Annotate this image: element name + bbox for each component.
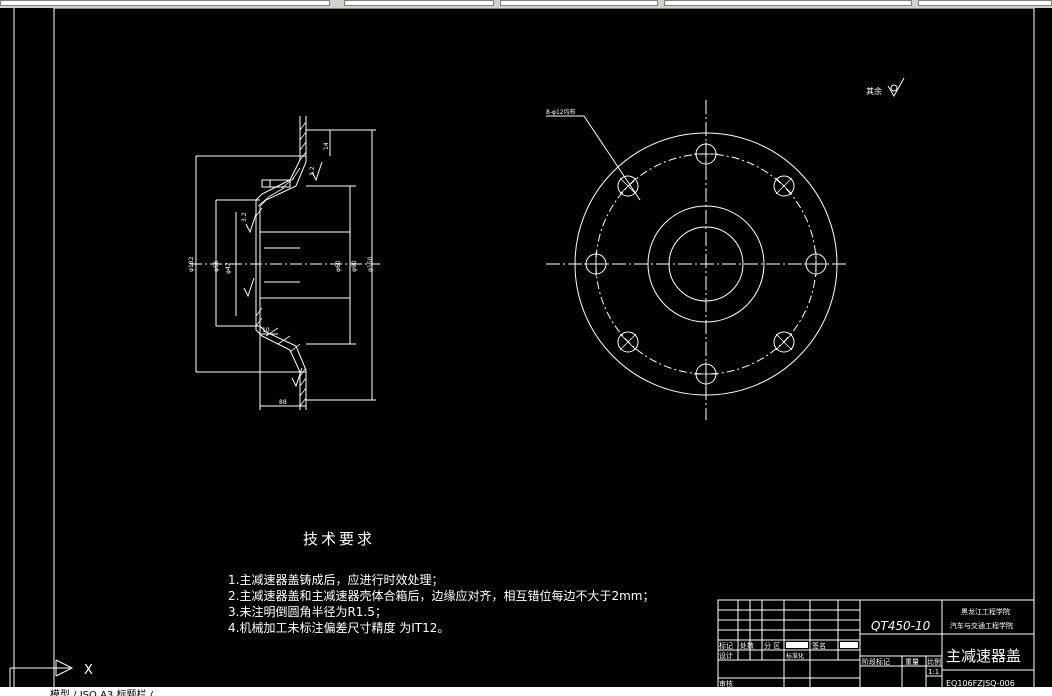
drawing-canvas[interactable]: φ182 φ150 φ90 φ60 φ56 φ42 14 88 10 3.2 3… <box>0 8 1052 696</box>
roughness-symbol <box>887 77 905 97</box>
tb-label-design: 设计 <box>719 651 733 660</box>
toolbar-field[interactable] <box>918 0 1052 6</box>
tech-req-item-4: 4.机械加工未标注偏差尺寸精度 为IT12。 <box>228 621 450 635</box>
dim-14: 14 <box>323 142 330 150</box>
layout-tabs[interactable]: 模型 / ISO A3 标题栏 / <box>50 690 154 696</box>
tb-label-weight: 重量 <box>905 658 919 666</box>
tb-label-mark: 标记 <box>719 641 733 650</box>
toolbar-field[interactable] <box>664 0 912 6</box>
department-name: 汽车与交通工程学院 <box>950 621 1013 630</box>
tb-label-count: 处数 <box>740 641 754 650</box>
tech-req-item-3: 3.未注明倒圆角半径为R1.5； <box>228 605 387 619</box>
layout-tabs-bar[interactable]: 模型 / ISO A3 标题栏 / <box>0 687 1052 696</box>
toolbar-field[interactable] <box>344 0 494 6</box>
hole-leader-line <box>583 115 641 201</box>
ucs-x-label: X <box>84 663 93 678</box>
tb-label-zone: 分 区 <box>764 641 780 650</box>
toolbar-field[interactable] <box>500 0 658 6</box>
mid-circle <box>647 205 765 323</box>
front-view <box>546 100 846 420</box>
dim-150: φ150 <box>367 256 374 272</box>
roughness-b: 3.2 <box>309 166 316 176</box>
tb-label-review: 审核 <box>719 679 733 688</box>
tb-label-sign: 签名 <box>812 641 826 650</box>
material-label: QT450-10 <box>871 619 931 633</box>
dim-182: φ182 <box>188 256 195 272</box>
outer-circle <box>574 132 838 396</box>
section-outline-inner <box>255 116 301 410</box>
hole-callout-label: 8-φ12均布 <box>546 108 576 116</box>
dim-90: φ90 <box>351 260 358 272</box>
dim-10: 10 <box>262 327 270 334</box>
drawing-svg: φ182 φ150 φ90 φ60 φ56 φ42 14 88 10 3.2 3… <box>9 8 1035 696</box>
tech-req-item-1: 1.主减速器盖铸成后，应进行时效处理； <box>228 573 444 587</box>
bore-circle <box>668 226 744 302</box>
tech-req-title: 技术要求 <box>303 530 376 548</box>
part-name: 主减速器盖 <box>946 647 1021 665</box>
section-view <box>190 116 380 410</box>
school-name: 黑龙江工程学院 <box>961 607 1010 616</box>
tb-label-standardize: 标准化 <box>786 652 804 660</box>
toolbar-field[interactable] <box>0 0 330 6</box>
roughness-a: 3.2 <box>241 212 248 222</box>
drawing-number: EQ106FZJSQ-006 <box>946 679 1015 688</box>
tb-label-ratio: 比例 <box>927 657 941 666</box>
dim-60: φ60 <box>335 260 342 272</box>
scale-value: 1:1 <box>928 668 939 676</box>
tb-label-stage: 阶段标记 <box>862 657 890 666</box>
roughness-circle <box>890 84 898 92</box>
dim-42: φ42 <box>225 262 232 274</box>
section-outline <box>259 116 307 410</box>
dim-88: 88 <box>279 399 287 406</box>
surface-finish-note: 其余 <box>866 86 882 96</box>
top-toolbar <box>0 0 1052 8</box>
tech-req-item-2: 2.主减速器盖和主减速器壳体合箱后，边缘应对齐，相互错位每边不大于2mm； <box>228 589 655 603</box>
dim-56: φ56 <box>213 260 220 272</box>
